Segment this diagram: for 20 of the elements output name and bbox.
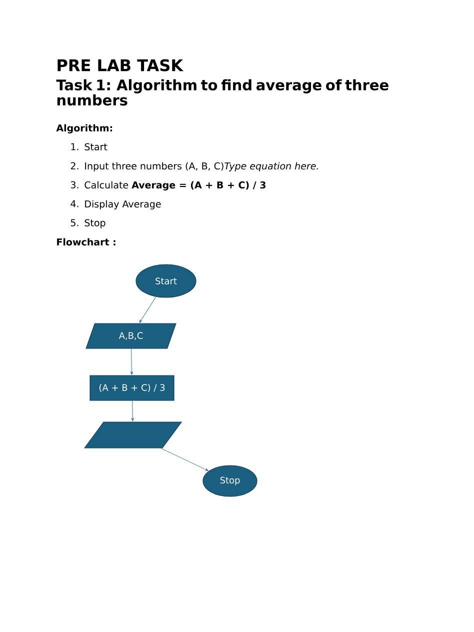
process-box: (A + B + C) / 3 [90,375,174,401]
arrow [131,400,134,422]
io-parallelogram: A,B,C [86,323,176,349]
list-item: Calculate Average = (A + B + C) / 3 [84,181,266,190]
list-number: 2. [70,162,78,170]
list-item: Start [84,143,108,150]
list-number: 3. [70,181,78,188]
list-item: Input three numbers (A, B, C)Type equation here. [85,162,318,172]
arrow [160,448,208,471]
section-label: Algorithm: [56,124,112,134]
arrow [139,296,156,323]
title: PRE LAB TASK [58,59,184,72]
section-label: Flowchart : [57,238,116,246]
list-item: Display Average [85,200,161,210]
heading: Task 1: Algorithm to find average of three numbers [56,79,388,106]
arrow [130,348,133,375]
list-number: 5. [70,219,78,226]
list-item: Stop [84,219,106,228]
list-number: 1. [71,143,78,150]
list-number: 4. [70,200,78,208]
